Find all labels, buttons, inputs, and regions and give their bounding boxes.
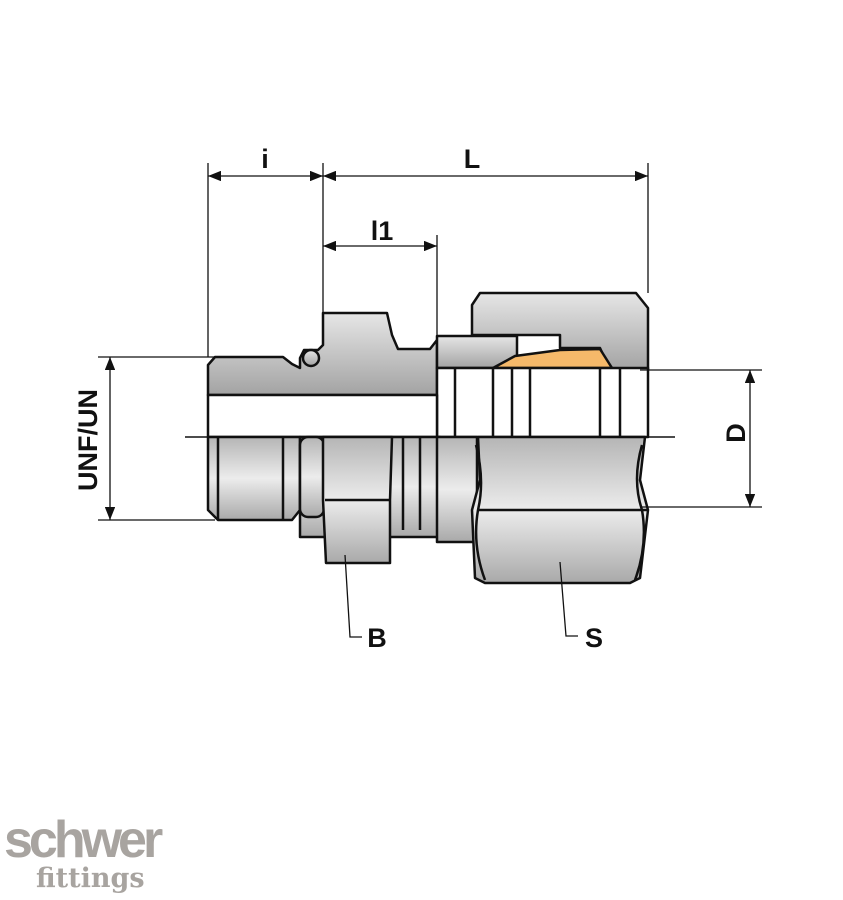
dimension-lines xyxy=(98,163,762,638)
dim-D-label: D xyxy=(721,423,751,443)
dim-l1-label: l1 xyxy=(371,216,394,246)
dim-i-label: i xyxy=(261,144,269,174)
dim-thread-label: UNF/UN xyxy=(73,389,103,491)
dim-S-label: S xyxy=(585,623,603,653)
logo-line2: fittings xyxy=(36,863,145,894)
schwer-fittings-logo: schwer fittings xyxy=(4,811,167,894)
dim-L-label: L xyxy=(464,144,481,174)
logo-line1: schwer xyxy=(4,811,163,869)
fitting-upper-section xyxy=(206,291,650,439)
fitting-lower-view xyxy=(206,435,650,585)
dim-B-label: B xyxy=(367,623,387,653)
